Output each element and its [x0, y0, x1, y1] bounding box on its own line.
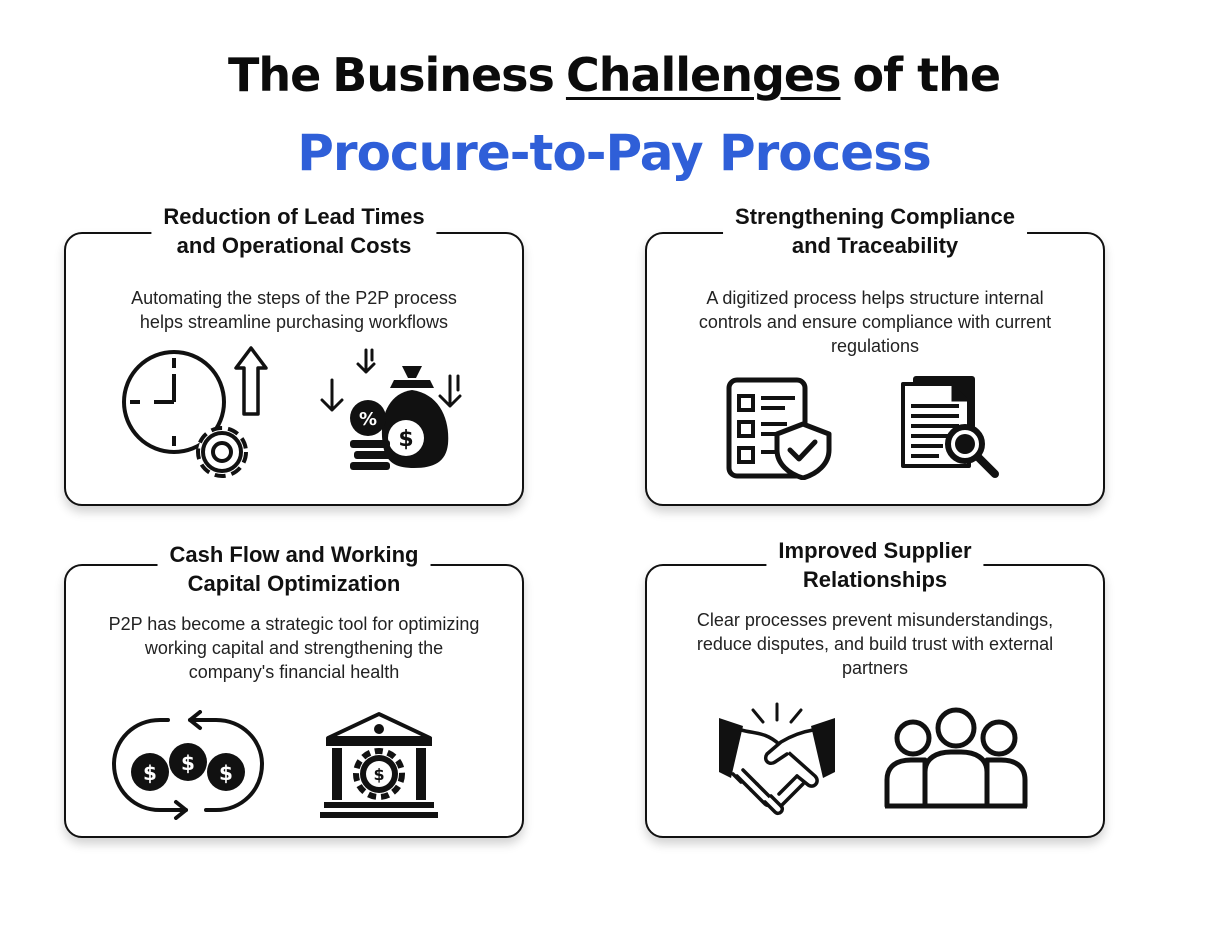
svg-text:$: $ — [398, 427, 413, 452]
challenge-card-cash-flow: Cash Flow and Working Capital Optimizati… — [64, 540, 524, 838]
card-description-line: A digitized process helps structure inte… — [706, 288, 1044, 308]
card-title-line: Strengthening Compliance — [735, 204, 1015, 229]
card-description-line: P2P has become a strategic tool for opti… — [108, 614, 480, 634]
card-title-line: Improved Supplier — [778, 538, 972, 563]
card-title: Strengthening Compliance and Traceabilit… — [723, 202, 1027, 260]
card-title-line: and Operational Costs — [176, 233, 412, 258]
card-title-line: and Traceability — [791, 233, 959, 258]
card-title: Reduction of Lead Times and Operational … — [151, 202, 437, 260]
card-title-line: Reduction of Lead Times — [163, 204, 425, 229]
card-title: Improved Supplier Relationships — [766, 536, 984, 594]
title-word: of the — [852, 48, 1001, 102]
challenge-card-lead-times: Reduction of Lead Times and Operational … — [64, 202, 524, 506]
svg-text:%: % — [359, 409, 377, 430]
card-description-line: working capital and strengthening the — [144, 638, 444, 658]
card-description: A digitized process helps structure inte… — [657, 286, 1093, 358]
title-word: Business — [332, 48, 555, 102]
cash-flow-cycle-icon: $ $ $ — [112, 710, 264, 820]
bank-gear-icon: $ — [320, 712, 438, 818]
checklist-shield-icon — [726, 377, 832, 480]
svg-text:$: $ — [181, 751, 195, 775]
document-magnifier-icon — [901, 376, 999, 478]
svg-text:$: $ — [373, 765, 384, 784]
card-title-line: Cash Flow and Working — [169, 542, 419, 567]
card-description-line: Automating the steps of the P2P process — [131, 288, 457, 308]
money-bag-cost-reduction-icon: $ % — [320, 348, 462, 470]
challenge-card-compliance: Strengthening Compliance and Traceabilit… — [645, 202, 1105, 506]
clock-gear-arrow-up-icon — [122, 346, 268, 478]
card-description-line: controls and ensure compliance with curr… — [698, 312, 1052, 332]
card-description-line: Clear processes prevent misunderstanding… — [696, 610, 1054, 630]
card-title-line: Capital Optimization — [187, 571, 401, 596]
card-description-line: reduce disputes, and build trust with ex… — [696, 634, 1054, 654]
team-group-icon — [884, 707, 1028, 809]
page-title-line2: Procure-to-Pay Process — [297, 124, 931, 182]
title-word: The — [227, 48, 321, 102]
card-title: Cash Flow and Working Capital Optimizati… — [157, 540, 431, 598]
card-description: Clear processes prevent misunderstanding… — [657, 608, 1093, 680]
handshake-icon — [719, 702, 835, 816]
card-description: Automating the steps of the P2P process … — [76, 286, 512, 334]
card-description-line: company's financial health — [188, 662, 400, 682]
card-description-line: partners — [841, 658, 909, 678]
svg-text:$: $ — [143, 761, 157, 785]
card-description-line: helps streamline purchasing workflows — [139, 312, 449, 332]
card-description-line: regulations — [830, 336, 920, 356]
title-word-underlined: Challenges — [565, 48, 842, 102]
challenge-card-supplier-relationships: Improved Supplier Relationships Clear pr… — [645, 536, 1105, 838]
svg-text:$: $ — [219, 761, 233, 785]
card-title-line: Relationships — [802, 567, 948, 592]
card-description: P2P has become a strategic tool for opti… — [76, 612, 512, 684]
